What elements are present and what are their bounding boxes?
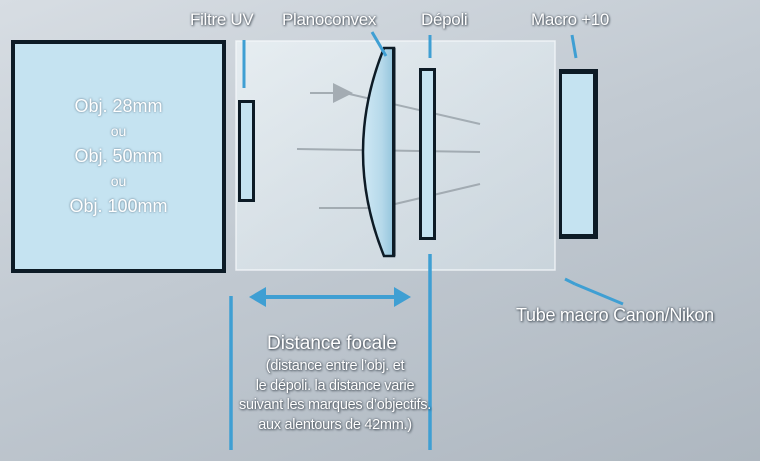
objective-or-1: ou (110, 123, 127, 139)
objective-or-2: ou (110, 173, 127, 189)
focal-desc-line-4: aux alentours de 42mm.) (258, 416, 412, 433)
planoconvex-label: Planoconvex (282, 10, 377, 29)
objective-labels: Obj. 28mm ou Obj. 50mm ou Obj. 100mm (14, 43, 223, 270)
tube-label: Tube macro Canon/Nikon (516, 305, 714, 325)
objective-50mm: Obj. 50mm (74, 146, 163, 166)
focal-distance-arrow (229, 254, 432, 450)
focal-description: (distance entre l’obj. et le dépoli. la … (205, 357, 465, 435)
filtre-uv-label: Filtre UV (190, 10, 254, 29)
focal-desc-line-1: (distance entre l’obj. et (265, 358, 405, 374)
focal-desc-line-3: suivant les marques d’objectifs. (239, 397, 431, 413)
planoconvex-lens (361, 46, 396, 258)
label-pointers (242, 31, 624, 306)
objective-100mm: Obj. 100mm (69, 196, 168, 216)
objective-28mm: Obj. 28mm (74, 96, 163, 116)
macro-label: Macro +10 (531, 10, 610, 29)
depoli-label: Dépoli (421, 10, 468, 29)
focal-title: Distance focale (267, 333, 397, 354)
focal-desc-line-2: le dépoli. la distance varie (255, 377, 415, 394)
